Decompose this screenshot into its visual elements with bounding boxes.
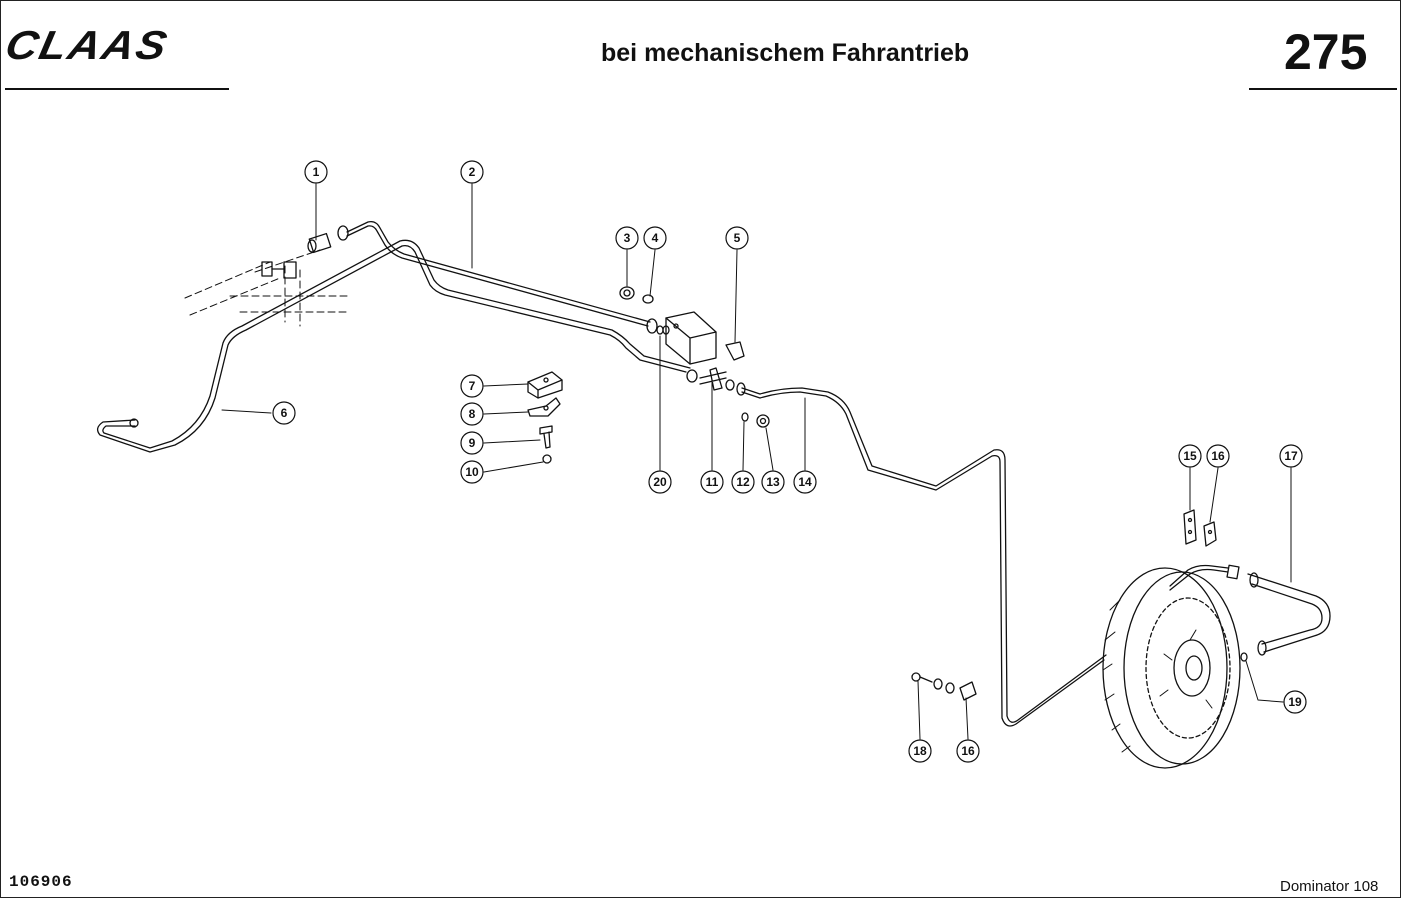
callout-label-4: 4	[652, 231, 659, 245]
part-13-nut	[756, 414, 770, 428]
pipe-line-6	[96, 239, 691, 453]
callout-19: 19	[1283, 690, 1307, 714]
callout-label-17: 17	[1284, 449, 1298, 463]
part-16-clip-lower	[959, 681, 977, 701]
callout-15: 15	[1178, 444, 1202, 468]
part-4-washer	[642, 294, 654, 304]
callout-12: 12	[731, 470, 755, 494]
callout-18: 18	[908, 739, 932, 763]
callout-8: 8	[460, 402, 484, 426]
header-rule-left	[5, 88, 229, 90]
callout-7: 7	[460, 374, 484, 398]
pipe-line-2	[337, 220, 658, 334]
valve-block	[665, 311, 717, 365]
part-9-bolt	[539, 425, 553, 449]
page-title: bei mechanischem Fahrantrieb	[601, 39, 970, 67]
callout-label-5: 5	[734, 231, 741, 245]
callout-10: 10	[460, 460, 484, 484]
leader-lines	[221, 183, 1292, 740]
part-11-tee	[686, 367, 735, 391]
callout-16-upper: 16	[1206, 444, 1230, 468]
part-1-fitting	[307, 232, 332, 254]
part-18-washer	[933, 678, 943, 690]
callout-2: 2	[460, 160, 484, 184]
part-16-clip	[1203, 521, 1217, 547]
part-18-bolt	[911, 672, 933, 683]
pipe-line-14	[736, 382, 1107, 727]
part-19-ring	[1240, 652, 1248, 662]
callout-20: 20	[648, 470, 672, 494]
part-10-nut	[542, 454, 552, 464]
callout-label-16-upper: 16	[1211, 449, 1225, 463]
part-3-nut	[619, 286, 635, 300]
wheel	[1102, 567, 1241, 769]
callout-14: 14	[793, 470, 817, 494]
callout-label-9: 9	[469, 436, 476, 450]
callout-label-14: 14	[798, 475, 812, 489]
frame-fitting	[261, 261, 297, 279]
callout-label-11: 11	[706, 475, 719, 489]
callout-label-12: 12	[736, 475, 750, 489]
part-18-nut	[945, 682, 955, 694]
callout-label-2: 2	[469, 165, 476, 179]
part-15-bracket	[1183, 509, 1197, 545]
callout-label-13: 13	[766, 475, 780, 489]
callout-6: 6	[272, 401, 296, 425]
callout-16-lower: 16	[956, 739, 980, 763]
callout-label-10: 10	[465, 465, 479, 479]
part-20-ring	[656, 325, 670, 335]
document-number: 106906	[9, 873, 73, 891]
callout-label-3: 3	[624, 231, 631, 245]
callout-label-20: 20	[653, 475, 667, 489]
callout-label-18: 18	[913, 744, 927, 758]
header-rule-right	[1249, 88, 1397, 90]
callout-label-16-lower: 16	[961, 744, 975, 758]
callout-13: 13	[761, 470, 785, 494]
part-12-ring	[741, 412, 749, 422]
callout-label-8: 8	[469, 407, 476, 421]
callout-1: 1	[304, 160, 328, 184]
model-name: Dominator 108	[1280, 878, 1379, 895]
pipe-line-17	[1169, 564, 1331, 656]
callout-9: 9	[460, 431, 484, 455]
callout-label-7: 7	[469, 379, 476, 393]
page-number: 275	[1284, 24, 1368, 80]
frame-bracket	[184, 249, 351, 327]
callout-17: 17	[1279, 444, 1303, 468]
part-8-bracket	[527, 397, 561, 417]
callout-4: 4	[643, 226, 667, 250]
part-5-elbow	[725, 341, 745, 361]
callout-5: 5	[725, 226, 749, 250]
callout-label-15: 15	[1183, 449, 1197, 463]
callout-3: 3	[615, 226, 639, 250]
callout-label-19: 19	[1288, 695, 1302, 709]
callout-label-1: 1	[313, 165, 320, 179]
callout-label-6: 6	[281, 406, 288, 420]
callout-11: 11	[700, 470, 724, 494]
part-7-clamp	[527, 371, 563, 399]
